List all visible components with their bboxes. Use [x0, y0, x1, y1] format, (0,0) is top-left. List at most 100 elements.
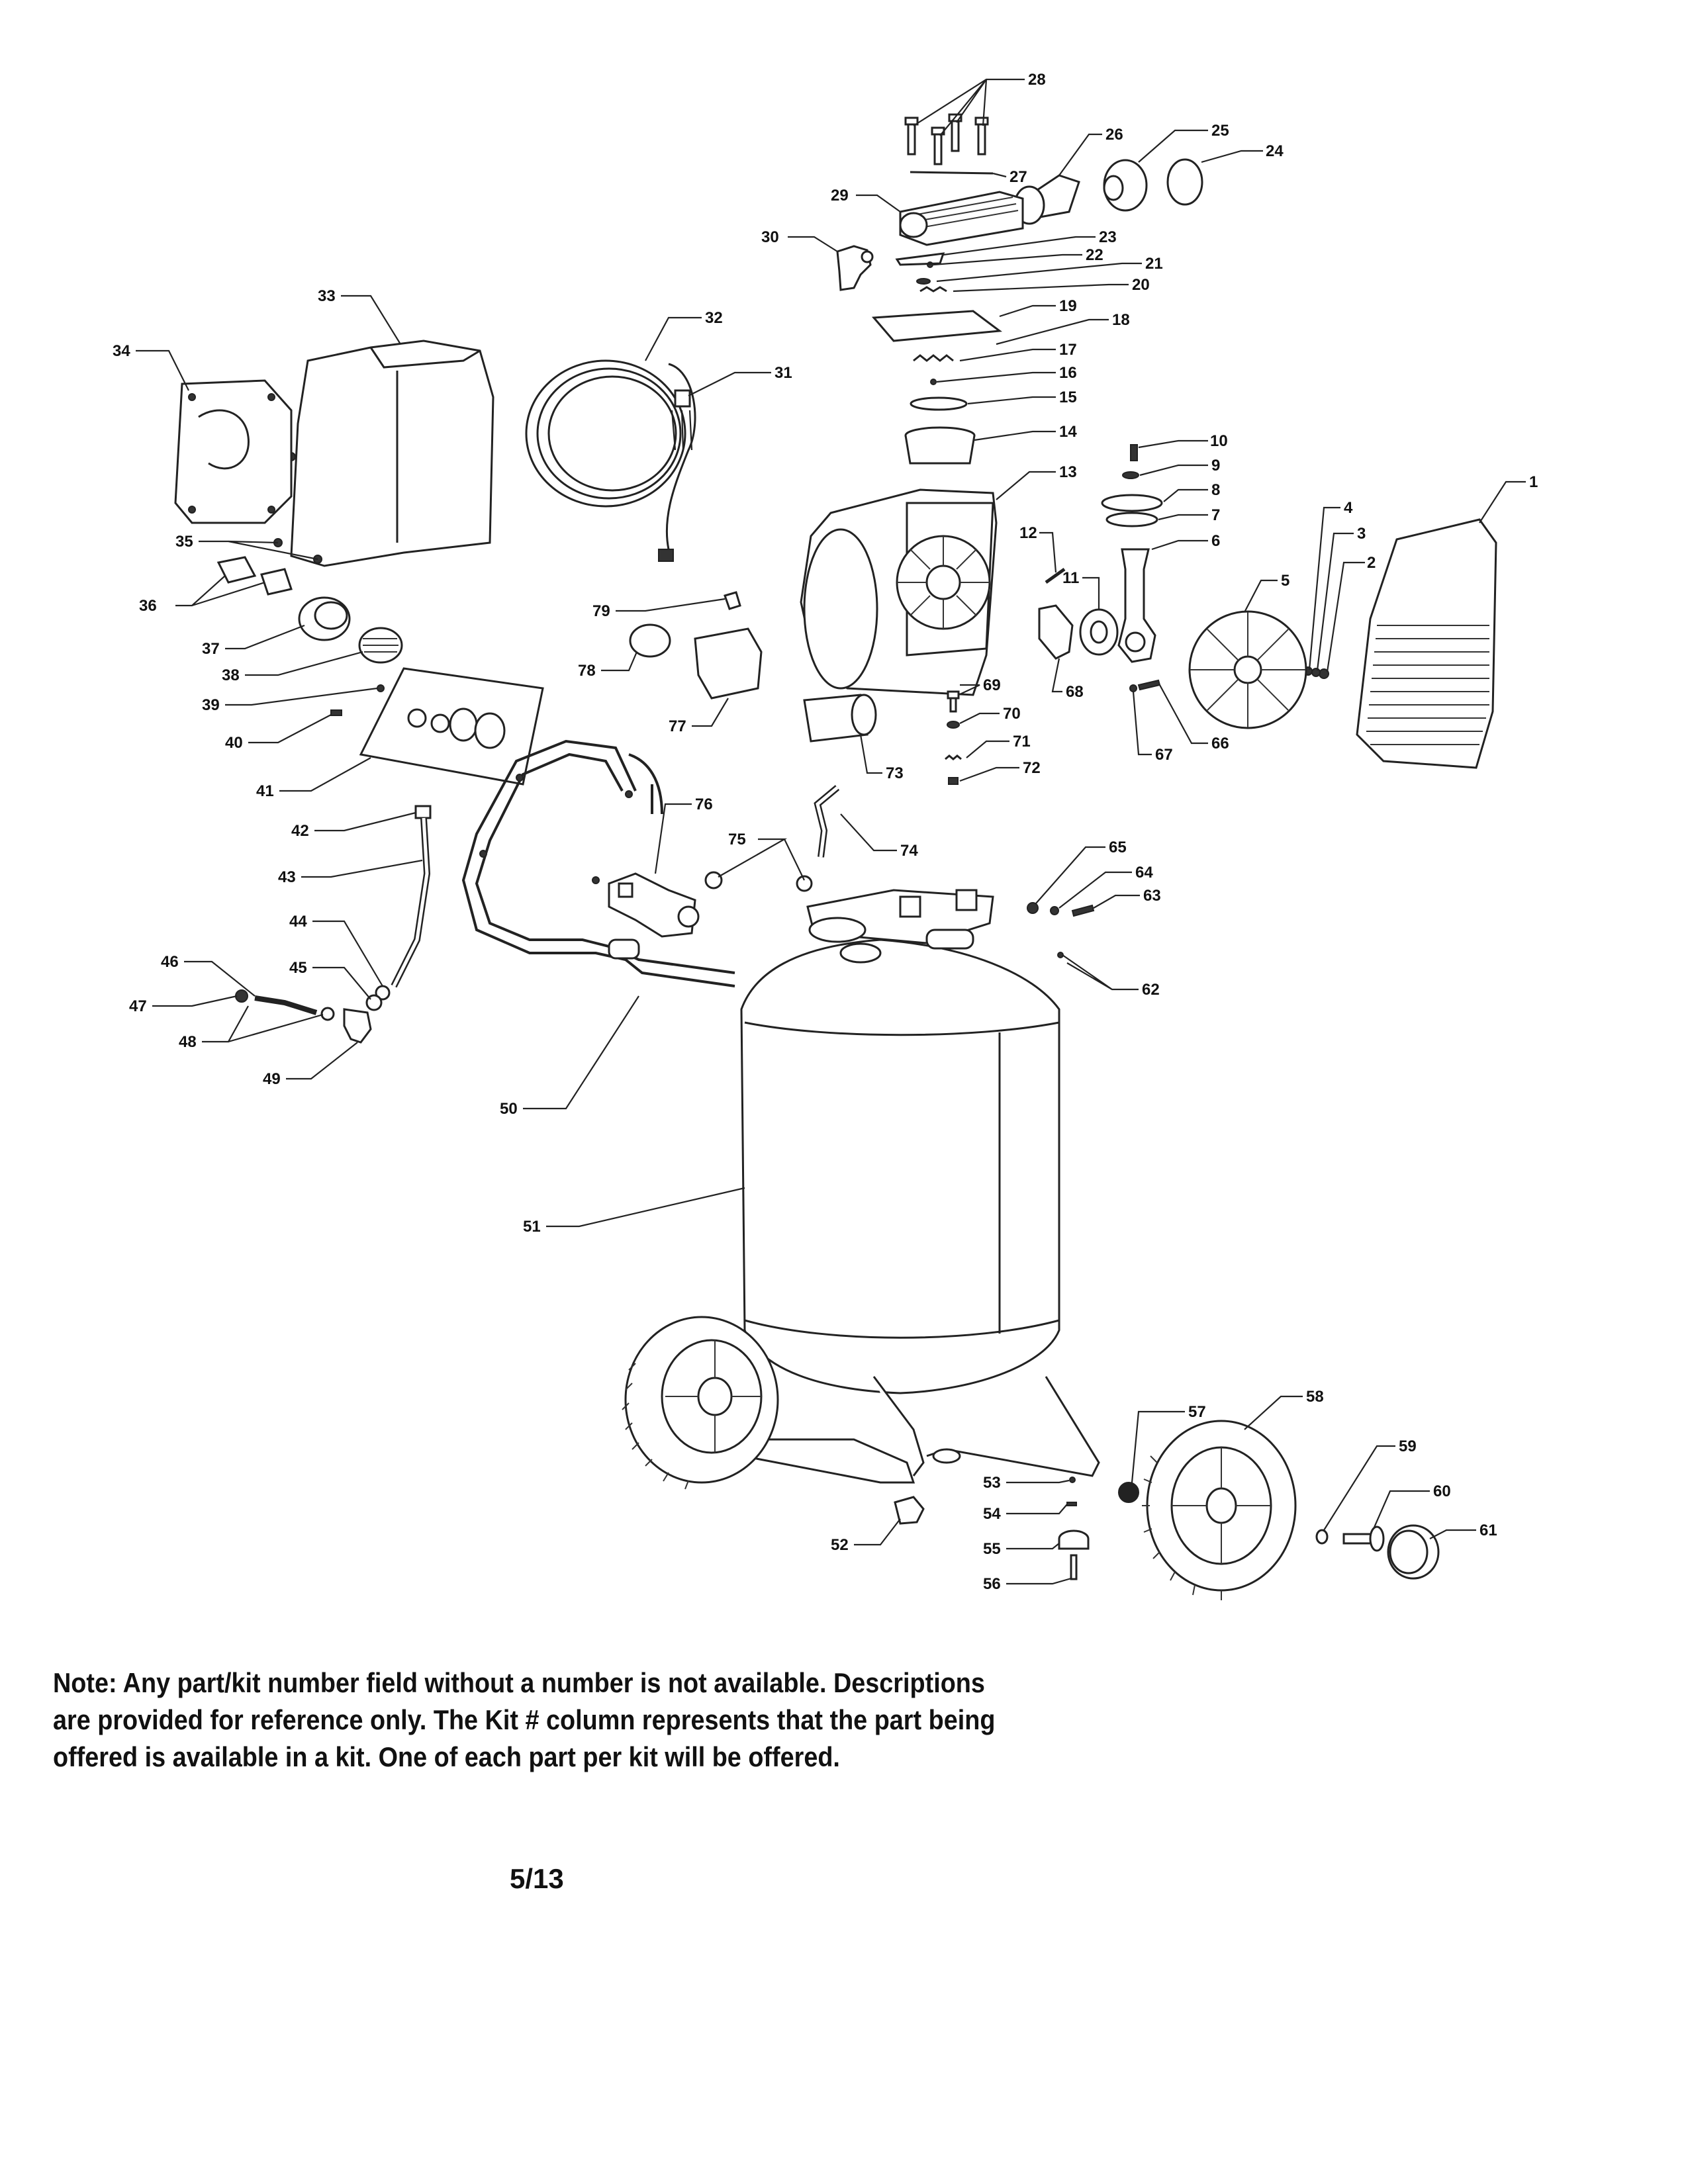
part-screw-40 [330, 709, 342, 716]
part-nut-72 [948, 777, 959, 785]
part-hub-cap-57 [1118, 1482, 1139, 1503]
part-gauge-37 [298, 596, 351, 641]
part-ball-16 [930, 379, 937, 385]
label-19: 19 [1059, 297, 1077, 315]
part-filter-38 [358, 627, 403, 664]
label-14: 14 [1059, 423, 1077, 441]
part-wheel-right [1142, 1420, 1297, 1600]
label-20: 20 [1132, 276, 1150, 294]
part-handle-frame [461, 739, 735, 987]
label-61: 61 [1479, 1522, 1497, 1539]
part-washer-67 [1129, 684, 1137, 692]
leader-lines [136, 78, 1526, 1585]
label-31: 31 [774, 364, 792, 382]
label-32: 32 [705, 309, 723, 327]
part-bolt-69 [947, 690, 960, 713]
part-sleeve-73 [803, 694, 877, 743]
part-washers-27 [910, 171, 994, 175]
part-ring-7 [1105, 512, 1158, 527]
label-37: 37 [202, 640, 220, 658]
label-30: 30 [761, 228, 779, 246]
label-57: 57 [1188, 1403, 1206, 1421]
part-washer-54 [1066, 1502, 1077, 1506]
label-43: 43 [278, 868, 296, 886]
label-27: 27 [1009, 168, 1027, 186]
label-7: 7 [1211, 506, 1220, 524]
label-5: 5 [1281, 572, 1289, 590]
label-44: 44 [289, 913, 307, 931]
label-56: 56 [983, 1575, 1001, 1593]
part-bolt-66 [1137, 679, 1161, 691]
part-spring-17 [913, 354, 954, 362]
label-6: 6 [1211, 532, 1220, 550]
label-47: 47 [129, 997, 147, 1015]
part-washer-21 [916, 278, 931, 285]
label-4: 4 [1344, 499, 1353, 517]
part-number-labels: 1 2 3 4 5 6 7 8 9 10 11 12 13 14 15 16 1… [113, 71, 1538, 1593]
part-fitting-79 [724, 591, 741, 610]
label-40: 40 [225, 734, 243, 752]
label-29: 29 [831, 187, 849, 205]
label-1: 1 [1529, 473, 1538, 491]
part-cylinder-head [899, 191, 1024, 246]
part-connecting-rod [1117, 548, 1156, 663]
label-39: 39 [202, 696, 220, 714]
label-63: 63 [1143, 887, 1161, 905]
label-45: 45 [289, 959, 307, 977]
label-71: 71 [1013, 733, 1031, 751]
label-36: 36 [139, 597, 157, 615]
label-60: 60 [1433, 1482, 1451, 1500]
label-69: 69 [983, 676, 1001, 694]
label-10: 10 [1210, 432, 1228, 450]
part-fan [1188, 610, 1307, 729]
part-plug-62 [1057, 952, 1064, 958]
part-valve-plate [871, 310, 1003, 342]
part-cover-33 [287, 340, 494, 567]
part-set-screw [1045, 567, 1066, 584]
label-58: 58 [1306, 1388, 1324, 1406]
part-tube-46 [254, 995, 318, 1015]
shroud-vents [1366, 625, 1489, 745]
part-screw-63 [1071, 904, 1095, 917]
label-38: 38 [222, 666, 240, 684]
part-reed-20 [919, 286, 947, 293]
page-number: 5/13 [510, 1863, 564, 1894]
part-ring-15 [910, 396, 968, 411]
part-nut-47 [235, 989, 248, 1003]
label-16: 16 [1059, 364, 1077, 382]
part-fittings-36 [216, 556, 293, 596]
label-46: 46 [161, 953, 179, 971]
part-washer-59 [1315, 1529, 1329, 1545]
label-15: 15 [1059, 388, 1077, 406]
part-pressure-switch [608, 872, 700, 938]
part-bracket-68 [1038, 604, 1074, 660]
label-9: 9 [1211, 457, 1220, 475]
label-49: 49 [263, 1070, 281, 1088]
label-2: 2 [1367, 554, 1376, 572]
label-67: 67 [1155, 746, 1173, 764]
label-24: 24 [1266, 142, 1284, 160]
label-41: 41 [256, 782, 274, 800]
label-8: 8 [1211, 481, 1220, 499]
part-fitting-75a [704, 871, 723, 889]
label-35: 35 [175, 533, 193, 551]
part-shroud [1356, 518, 1497, 769]
label-42: 42 [291, 822, 309, 840]
part-wheel-left [622, 1316, 779, 1490]
part-gasket-23 [895, 252, 945, 266]
part-washer-64 [1050, 906, 1059, 915]
label-22: 22 [1086, 246, 1103, 264]
label-53: 53 [983, 1474, 1001, 1492]
label-74: 74 [900, 842, 918, 860]
part-valve-49 [343, 1008, 372, 1044]
label-18: 18 [1112, 311, 1130, 329]
part-ring-78 [629, 623, 671, 658]
part-washer-70 [947, 721, 960, 729]
part-bolts-28 [904, 113, 989, 165]
part-power-cord [658, 363, 696, 562]
label-70: 70 [1003, 705, 1021, 723]
label-76: 76 [695, 796, 713, 813]
label-77: 77 [669, 717, 686, 735]
part-cylinder-sleeve [904, 426, 976, 465]
